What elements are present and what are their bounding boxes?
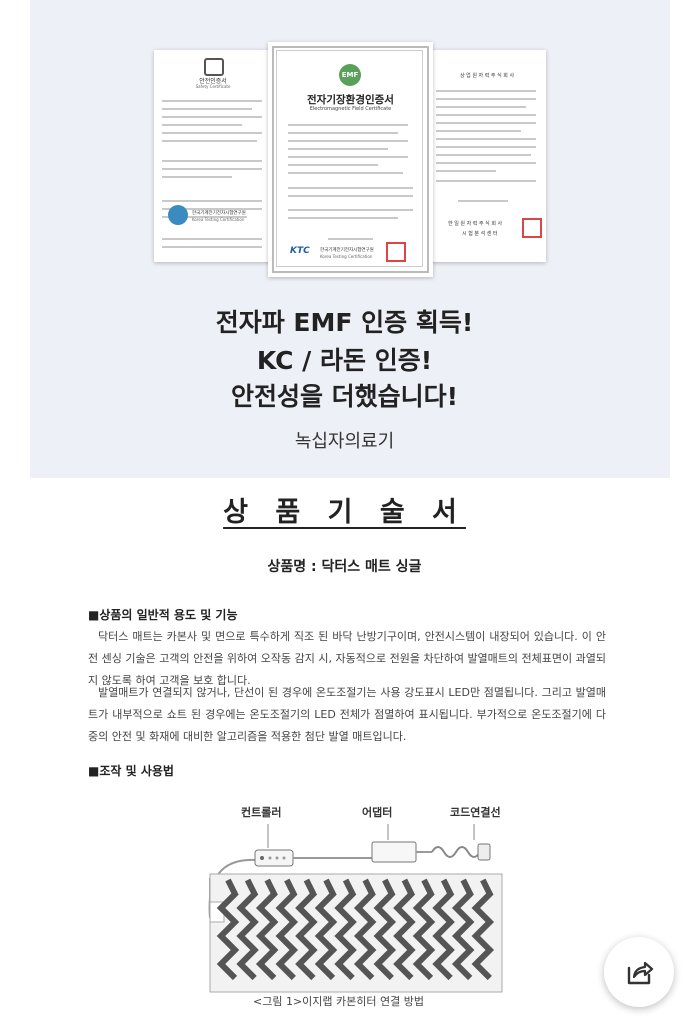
section-heading-usage: ■상품의 일반적 용도 및 기능: [88, 608, 238, 622]
heating-wire-zigzag: [314, 878, 338, 981]
heating-wire-zigzag: [393, 878, 416, 981]
heating-wire-zigzag: [334, 878, 357, 981]
heating-wire-zigzag: [451, 878, 475, 981]
emf-cert-title: 전자기장환경인증서: [307, 94, 394, 106]
heating-wire-zigzag: [295, 878, 318, 981]
product-name: 상품명 : 닥터스 매트 싱글: [267, 559, 422, 575]
diagram-label-adapter: 어댑터: [362, 806, 393, 819]
diagram-label-controller: 컨트롤러: [241, 806, 282, 819]
adapter-icon: [371, 841, 417, 863]
usage-paragraph-1: 닥터스 매트는 카본사 및 면으로 특수하게 직조 된 바닥 난방기구이며, 안…: [88, 630, 606, 687]
hero-subtitle: 녹십자의료기: [294, 431, 395, 452]
kc-logo: [204, 58, 224, 76]
emf-logo: EMF: [339, 64, 361, 86]
spec-title: 상 품 기 술 서: [223, 497, 466, 528]
safety-certificate-image: 안전인증서 Safety Certificate 한국기계전기전자시험연구원 K…: [154, 50, 272, 262]
emf-cert-subtitle: Electromagnetic Field Certificate: [309, 106, 392, 112]
heating-wire-zigzag: [255, 878, 279, 981]
red-stamp-icon: [386, 242, 406, 262]
radon-cert-issuer: 한 일 원 자 력 주 식 회 사: [448, 221, 503, 227]
share-button[interactable]: [604, 937, 674, 1007]
radon-cert-dept: 시 험 분 석 센 터: [462, 231, 498, 237]
emf-cert-issuer: 한국기계전기전자시험연구원: [320, 248, 374, 253]
section-heading-operation: ■조작 및 사용법: [88, 764, 174, 778]
plug-icon: [477, 843, 491, 861]
ktc-seal-icon: [168, 205, 188, 225]
ktc-logo: KTC: [290, 246, 310, 256]
emf-certificate-image: EMF 전자기장환경인증서 Electromagnetic Field Cert…: [268, 42, 433, 277]
heating-wire-zigzag: [471, 878, 495, 981]
safety-cert-issuer-en: Korea Testing Certification: [192, 217, 245, 222]
connection-diagram: [208, 824, 503, 993]
safety-cert-title: 안전인증서: [199, 78, 227, 85]
radon-cert-title: 상 업 원 자 력 주 식 회 사: [459, 73, 515, 79]
heating-wire-zigzag: [275, 878, 299, 981]
heating-wire-zigzag: [373, 878, 397, 981]
heating-wire-zigzag: [432, 878, 455, 981]
safety-cert-subtitle: Safety Certificate: [195, 84, 231, 89]
heating-wire-zigzag: [412, 878, 436, 981]
hero-headline-2: KC / 라돈 인증!: [256, 346, 433, 375]
heating-wire-zigzag: [353, 878, 377, 981]
diagram-caption: <그림 1>이지랩 카본히터 연결 방법: [253, 995, 424, 1008]
usage-paragraph-2: 발열매트가 연결되지 않거나, 단선이 된 경우에 온도조절기는 사용 강도표시…: [88, 686, 606, 743]
red-stamp-icon: [522, 218, 542, 238]
share-icon: [627, 961, 654, 985]
safety-cert-issuer: 한국기계전기전자시험연구원: [192, 211, 246, 216]
radon-test-certificate-image: 상 업 원 자 력 주 식 회 사 한 일 원 자 력 주 식 회 사 시 험 …: [418, 50, 546, 262]
emf-cert-issuer-en: Korea Testing Certification: [320, 254, 373, 259]
diagram-label-cord: 코드연결선: [450, 806, 501, 819]
hero-headline-3: 안전성을 더했습니다!: [230, 382, 459, 411]
heating-wire-zigzag: [236, 878, 259, 981]
hero-headline-1: 전자파 EMF 인증 획득!: [215, 308, 474, 337]
heating-wire-zigzag: [216, 878, 240, 981]
